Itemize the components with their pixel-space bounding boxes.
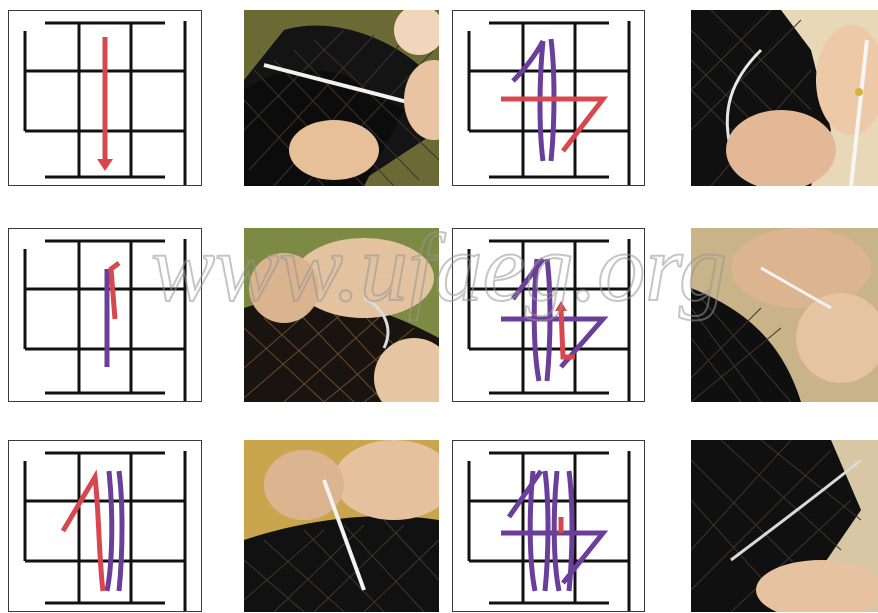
step-6-photo: [691, 440, 878, 612]
step-6-diagram: [452, 440, 645, 612]
step-3-photo: [244, 228, 439, 402]
step-1-photo: [244, 10, 439, 186]
step-2-diagram: [452, 10, 645, 186]
step-5-photo: [244, 440, 439, 612]
step-5-diagram: [8, 440, 202, 612]
step-3-diagram: [8, 228, 202, 402]
step-1-diagram: [8, 10, 202, 186]
step-4-diagram: [452, 228, 645, 402]
step-4-photo: [691, 228, 878, 402]
step-2-photo: [691, 10, 878, 186]
